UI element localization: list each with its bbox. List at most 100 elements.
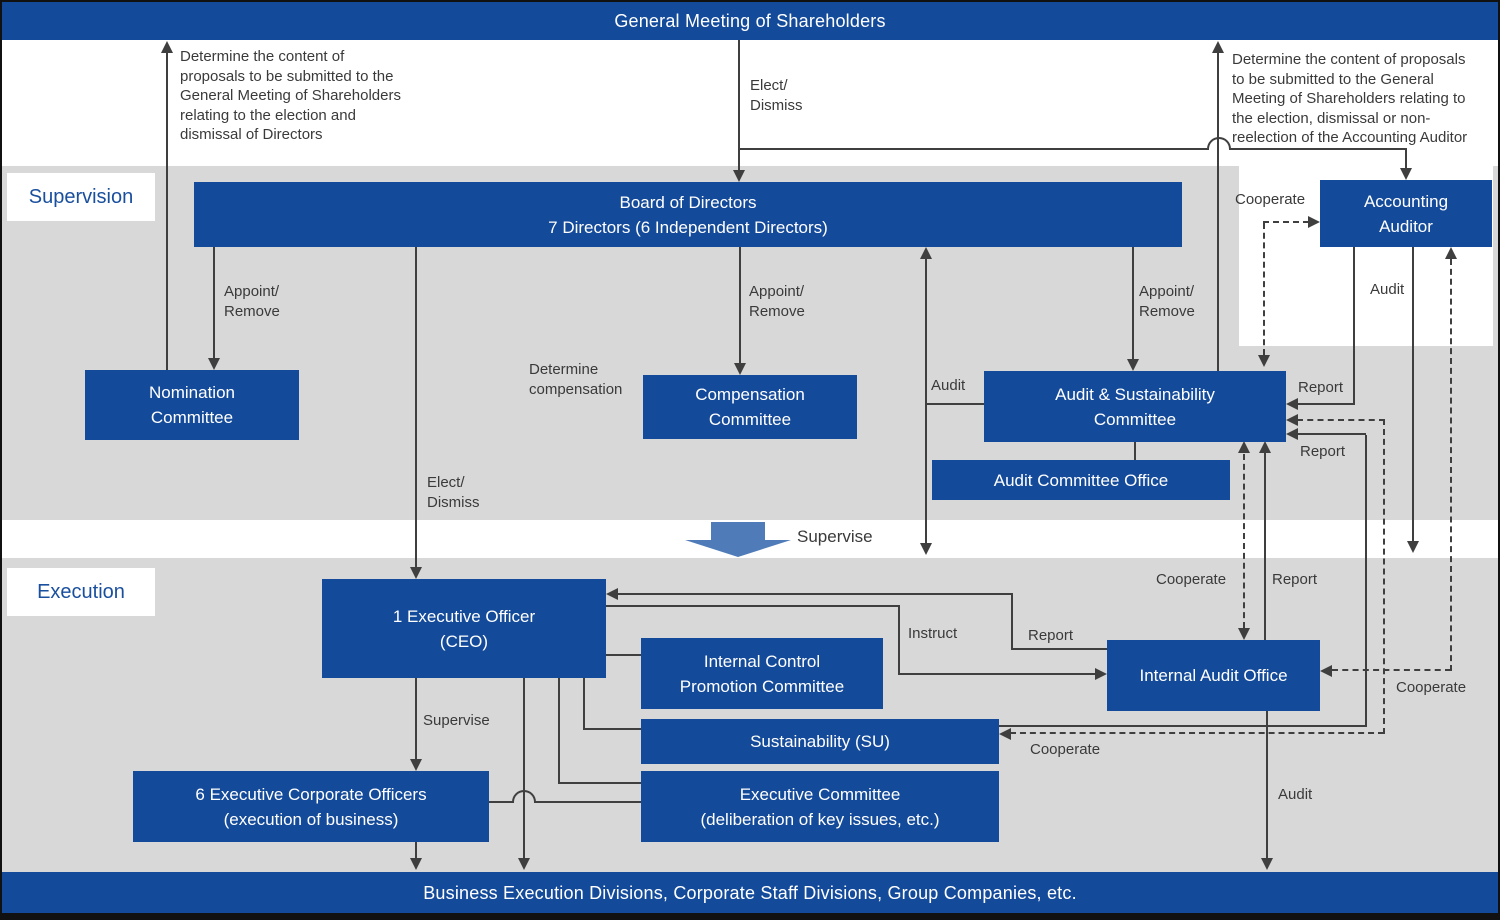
line-board-to-audit-committee [1132, 247, 1134, 361]
line-ceo-to-sustainability-h [583, 728, 641, 730]
annotation-cooperate-accounting-internal-audit: Cooperate [1396, 679, 1467, 696]
line-gms-to-board [738, 40, 740, 170]
box-board-of-directors: Board of Directors 7 Directors (6 Indepe… [194, 182, 1182, 247]
line-su-report-v [1365, 435, 1367, 727]
box-executive-committee: Executive Committee (deliberation of key… [641, 771, 999, 842]
line-audit-committee-to-office [1134, 442, 1136, 460]
box-executive-officer-ceo: 1 Executive Officer (CEO) [322, 579, 606, 678]
line-auditor-audit-down [1412, 247, 1414, 543]
dashed-auditor-iao-cooperate-v [1450, 259, 1452, 671]
arrowhead-gms-to-board [733, 170, 745, 182]
line-internal-audit-report-up [1264, 452, 1266, 640]
box-internal-control-promotion-committee: Internal Control Promotion Committee [641, 638, 883, 709]
execution-label-text: Execution [37, 580, 125, 603]
annotation-elect-dismiss-ceo: Elect/ Dismiss [427, 474, 480, 511]
line-auditor-report-vertical [1353, 247, 1355, 405]
dashed-auditor-iao-cooperate-h [1332, 669, 1451, 671]
dashed-asc-auditor-cooperate-v [1263, 223, 1265, 355]
dashed-asc-su-cooperate-v [1383, 419, 1385, 734]
line-ceo-to-eco [415, 678, 417, 761]
line-iao-report-h1 [616, 593, 1013, 595]
annotation-audit-committee-left: Audit [931, 377, 966, 394]
arrowhead-auditor-report [1286, 398, 1298, 410]
line-su-report-h2 [1296, 433, 1366, 435]
arrowhead-board-to-nomination [208, 358, 220, 370]
annotation-audit-internal-audit: Audit [1278, 786, 1313, 803]
box-audit-committee-office: Audit Committee Office [932, 460, 1230, 500]
arrowhead-audit-committee-to-gms [1212, 41, 1224, 53]
line-su-report-h1 [999, 725, 1367, 727]
audit-committee-office-text: Audit Committee Office [993, 470, 1169, 490]
compensation-committee-text: Compensation Committee [695, 385, 805, 429]
arrowhead-cooperate-into-su [999, 728, 1011, 740]
box-sustainability-su: Sustainability (SU) [641, 719, 999, 764]
annotation-supervise-band: Supervise [797, 527, 873, 546]
dashed-asc-iao-cooperate [1243, 454, 1245, 628]
line-iao-report-v [1011, 593, 1013, 650]
general-meeting-bar: General Meeting of Shareholders [2, 2, 1498, 40]
arrowhead-cooperate-into-asc-top [1258, 355, 1270, 367]
line-iao-audit-down [1266, 711, 1268, 860]
board-of-directors-text: Board of Directors 7 Directors (6 Indepe… [548, 192, 828, 237]
line-board-to-ceo [415, 247, 417, 569]
arrowhead-ceo-to-eco [410, 759, 422, 771]
line-iao-report-h2 [1011, 648, 1107, 650]
annotation-proposals-directors: Determine the content of proposals to be… [180, 48, 401, 143]
arrowhead-su-report [1286, 428, 1298, 440]
arrowhead-auditor-audit-down [1407, 541, 1419, 553]
line-eco-to-exec-committee-b [535, 801, 641, 803]
supervision-label-text: Supervision [28, 185, 134, 208]
arrowhead-board-to-ceo [410, 567, 422, 579]
line-ceo-to-exec-committee-h [558, 782, 641, 784]
arrowhead-internal-audit-report-up [1259, 441, 1271, 453]
internal-control-promotion-committee-text: Internal Control Promotion Committee [679, 651, 845, 696]
arrowhead-audit-to-execution [920, 543, 932, 555]
nomination-committee-text: Nomination Committee [149, 383, 235, 427]
line-eco-to-divisions [415, 842, 417, 860]
annotation-audit-accounting-auditor: Audit [1370, 281, 1405, 298]
line-gms-to-auditor-horizontal-b [1231, 148, 1407, 150]
annotation-cooperate-internal-audit-committee: Cooperate [1156, 571, 1227, 588]
line-ceo-to-icpc [606, 654, 641, 656]
line-board-to-compensation [739, 247, 741, 365]
box-accounting-auditor: Accounting Auditor [1320, 180, 1492, 247]
annotation-appoint-remove-audit: Appoint/ Remove [1139, 283, 1195, 320]
line-gms-to-auditor-vertical [1405, 148, 1407, 170]
line-ceo-to-divisions [523, 678, 525, 860]
annotation-instruct: Instruct [908, 625, 958, 642]
executive-committee-text: Executive Committee (deliberation of key… [700, 784, 940, 829]
arrowhead-ceo-to-divisions [518, 858, 530, 870]
line-audit-committee-audit-stub [925, 403, 984, 405]
supervise-arrow-head [685, 540, 791, 557]
line-audit-committee-audit-vertical [925, 258, 927, 545]
accounting-auditor-text: Accounting Auditor [1363, 191, 1449, 236]
arrowhead-iao-audit-down [1261, 858, 1273, 870]
annotation-determine-compensation: Determine compensation [529, 361, 623, 398]
arrowhead-board-to-compensation [734, 363, 746, 375]
arrowhead-cooperate-into-asc-bottom [1238, 441, 1250, 453]
arrowhead-cooperate-into-auditor [1308, 216, 1320, 228]
arrowhead-cooperate-into-auditor-bottom [1445, 247, 1457, 259]
arrowhead-eco-to-divisions [410, 858, 422, 870]
business-execution-title: Business Execution Divisions, Corporate … [423, 882, 1077, 903]
line-ceo-instruct-v [898, 605, 900, 675]
line-board-to-nomination [213, 247, 215, 360]
arrowhead-cooperate-into-asc-right [1286, 414, 1298, 426]
internal-audit-office-text: Internal Audit Office [1139, 666, 1288, 685]
arrowhead-ceo-instruct [1095, 668, 1107, 680]
annotation-report-to-ceo: Report [1028, 627, 1074, 644]
supervise-arrow-shaft [711, 522, 765, 540]
executive-officer-ceo-text: 1 Executive Officer (CEO) [392, 606, 536, 651]
box-nomination-committee: Nomination Committee [85, 370, 299, 440]
line-ceo-to-exec-committee-v [558, 678, 560, 784]
annotation-report-accounting-auditor: Report [1298, 379, 1344, 396]
sustainability-su-text: Sustainability (SU) [750, 732, 890, 751]
dashed-asc-su-cooperate-h2 [1010, 732, 1384, 734]
line-hop-over-proposals-line [1207, 137, 1231, 150]
executive-corporate-officers-text: 6 Executive Corporate Officers (executio… [195, 784, 427, 829]
arrowhead-iao-report-to-ceo [606, 588, 618, 600]
annotation-appoint-remove-nomination: Appoint/ Remove [224, 283, 280, 320]
box-internal-audit-office: Internal Audit Office [1107, 640, 1320, 711]
annotation-cooperate-accounting-auditor: Cooperate [1235, 191, 1306, 208]
